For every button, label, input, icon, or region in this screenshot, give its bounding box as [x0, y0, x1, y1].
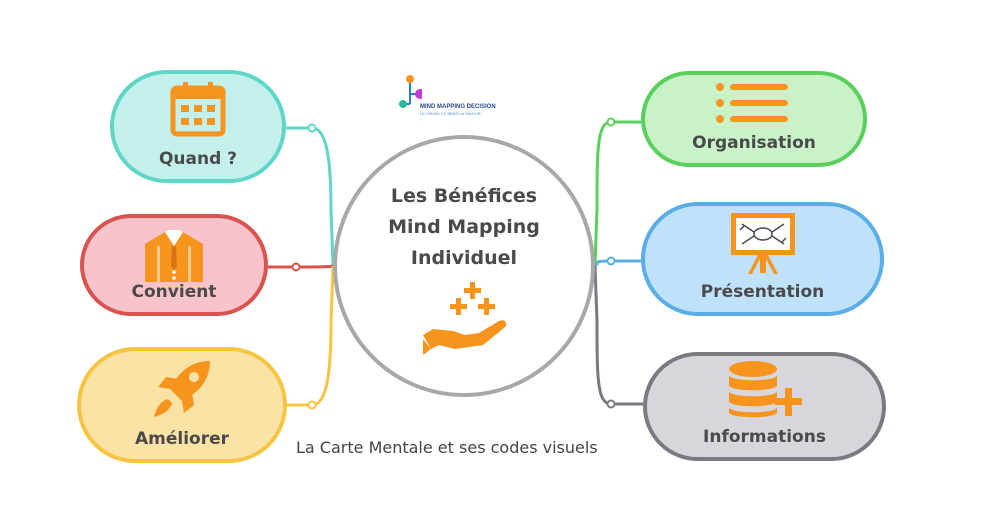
connector-convient — [268, 264, 334, 269]
rocket-icon — [150, 359, 214, 426]
branch-label: Organisation — [692, 133, 816, 153]
branch-node-informations[interactable]: Informations — [643, 352, 886, 461]
branch-node-organisation[interactable]: Organisation — [641, 71, 867, 167]
branch-label: Convient — [131, 282, 217, 302]
junction-dot — [606, 117, 616, 127]
branch-node-ameliorer[interactable]: Améliorer — [77, 347, 287, 463]
connector-informations — [593, 265, 643, 406]
calendar-icon — [170, 80, 226, 143]
branch-label: Quand ? — [158, 149, 238, 169]
junction-dot — [307, 123, 317, 133]
logo-name: MIND MAPPING DECISION — [420, 104, 496, 110]
connector-organisation — [593, 120, 641, 267]
presentation-board-icon — [728, 210, 798, 281]
junction-dot — [291, 262, 301, 272]
connector-presentation — [593, 259, 641, 268]
branch-label: Informations — [703, 427, 826, 447]
central-title: Les Bénéfices Mind Mapping Individuel — [388, 185, 540, 269]
junction-dot — [606, 399, 616, 409]
branch-node-convient[interactable]: Convient — [80, 214, 268, 316]
connector-quand — [286, 126, 335, 267]
branch-label: Présentation — [700, 282, 825, 302]
hand-sparkle-icon — [423, 282, 507, 355]
logo: MIND MAPPING DECISION LE VISUEL LE SENS … — [398, 74, 496, 116]
branch-node-presentation[interactable]: Présentation — [641, 202, 884, 316]
logo-graph-icon — [399, 75, 425, 108]
branch-label: Améliorer — [134, 429, 230, 449]
caption: La Carte Mentale et ses codes visuels — [296, 438, 598, 457]
logo-tagline: LE VISUEL LE SENS LA VALEUR — [420, 111, 481, 116]
junction-dot — [606, 256, 616, 266]
junction-dot — [307, 400, 317, 410]
central-node[interactable]: Les Bénéfices Mind Mapping Individuel — [333, 135, 595, 397]
list-icon — [714, 81, 794, 130]
database-plus-icon — [725, 360, 805, 425]
connector-ameliorer — [287, 265, 335, 407]
branch-node-quand[interactable]: Quand ? — [110, 70, 286, 183]
suit-icon — [139, 226, 209, 287]
